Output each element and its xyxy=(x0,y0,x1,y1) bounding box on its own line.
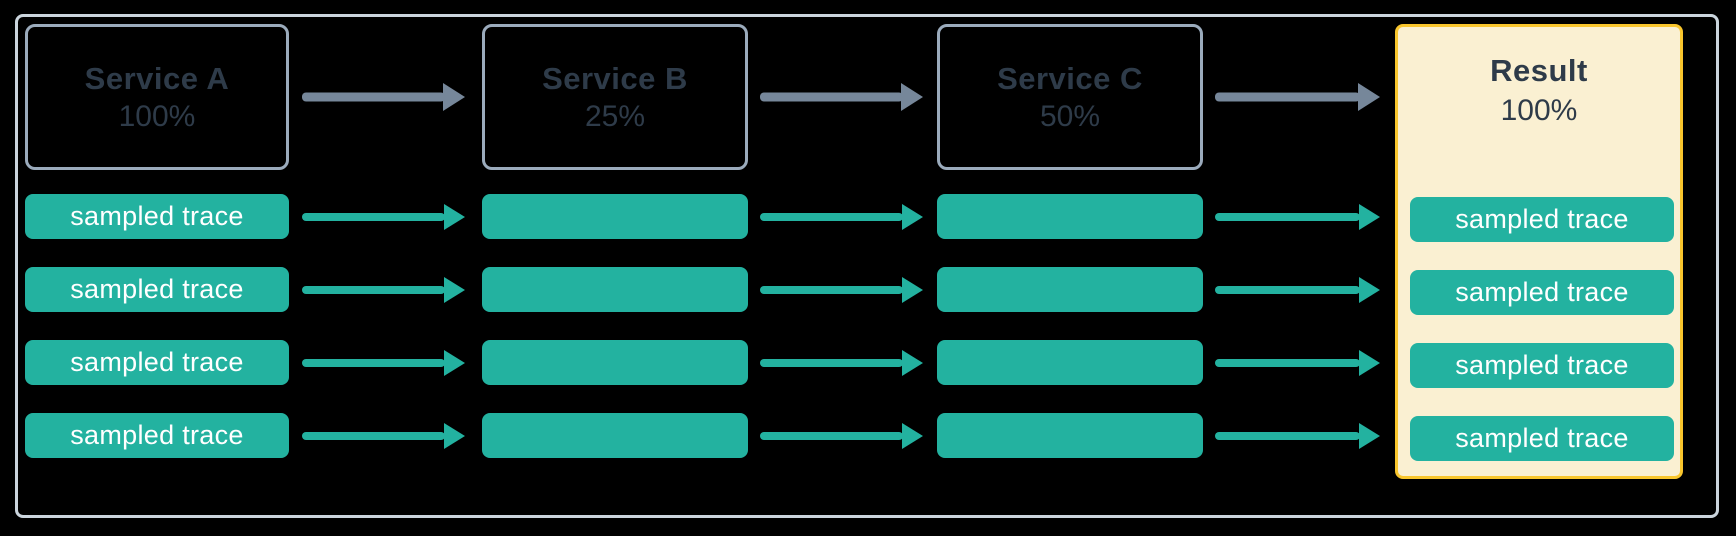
arrow-shaft xyxy=(1215,92,1360,102)
arrow-right-icon xyxy=(902,350,923,376)
service-a-percent: 100% xyxy=(118,99,196,133)
arrow-right-icon xyxy=(444,277,465,303)
arrow-shaft xyxy=(1215,359,1360,367)
arrow-shaft xyxy=(760,359,903,367)
service-a-box: Service A 100% xyxy=(25,24,289,170)
arrow-shaft xyxy=(760,286,903,294)
service-a-title: Service A xyxy=(84,60,230,96)
diagram-frame xyxy=(15,14,1719,518)
sampled-trace-pill: sampled trace xyxy=(25,194,289,239)
trace-arrow-b-to-c xyxy=(760,349,923,377)
arrow-right-icon xyxy=(1359,350,1380,376)
arrow-shaft xyxy=(302,213,445,221)
result-title: Result xyxy=(1490,53,1588,88)
trace-arrow-c-to-result xyxy=(1215,276,1380,304)
flow-arrow-b-to-c xyxy=(760,83,923,111)
arrow-right-icon xyxy=(902,423,923,449)
trace-arrow-a-to-b xyxy=(302,422,465,450)
arrow-shaft xyxy=(760,92,903,102)
trace-arrow-a-to-b xyxy=(302,276,465,304)
arrow-right-icon xyxy=(1359,423,1380,449)
service-c-percent: 50% xyxy=(1039,99,1101,133)
arrow-right-icon xyxy=(444,423,465,449)
trace-bar xyxy=(937,267,1203,312)
arrow-shaft xyxy=(1215,286,1360,294)
result-box: Result 100% sampled trace sampled trace … xyxy=(1395,24,1683,479)
arrow-right-icon xyxy=(1358,83,1380,111)
service-c-box: Service C 50% xyxy=(937,24,1203,170)
trace-arrow-b-to-c xyxy=(760,422,923,450)
arrow-right-icon xyxy=(444,350,465,376)
arrow-shaft xyxy=(302,432,445,440)
trace-arrow-c-to-result xyxy=(1215,349,1380,377)
trace-arrow-c-to-result xyxy=(1215,203,1380,231)
arrow-right-icon xyxy=(1359,204,1380,230)
result-header: Result 100% xyxy=(1398,27,1680,126)
arrow-right-icon xyxy=(443,83,465,111)
trace-arrow-a-to-b xyxy=(302,349,465,377)
result-sampled-trace-pill: sampled trace xyxy=(1410,197,1674,242)
result-sampled-trace-pill: sampled trace xyxy=(1410,270,1674,315)
trace-bar xyxy=(482,267,748,312)
trace-bar xyxy=(482,413,748,458)
result-sampled-trace-pill: sampled trace xyxy=(1410,416,1674,461)
arrow-right-icon xyxy=(902,204,923,230)
arrow-right-icon xyxy=(444,204,465,230)
trace-arrow-c-to-result xyxy=(1215,422,1380,450)
trace-bar xyxy=(937,413,1203,458)
trace-arrow-b-to-c xyxy=(760,276,923,304)
arrow-right-icon xyxy=(1359,277,1380,303)
arrow-shaft xyxy=(760,432,903,440)
sampled-trace-pill: sampled trace xyxy=(25,413,289,458)
arrow-shaft xyxy=(760,213,903,221)
arrow-right-icon xyxy=(901,83,923,111)
service-c-title: Service C xyxy=(997,60,1143,96)
trace-arrow-a-to-b xyxy=(302,203,465,231)
service-b-box: Service B 25% xyxy=(482,24,748,170)
arrow-shaft xyxy=(1215,432,1360,440)
trace-bar xyxy=(482,340,748,385)
trace-arrow-b-to-c xyxy=(760,203,923,231)
result-percent: 100% xyxy=(1500,94,1578,127)
arrow-shaft xyxy=(302,286,445,294)
result-sampled-trace-pill: sampled trace xyxy=(1410,343,1674,388)
trace-bar xyxy=(482,194,748,239)
arrow-shaft xyxy=(302,92,445,102)
trace-bar xyxy=(937,340,1203,385)
sampled-trace-pill: sampled trace xyxy=(25,267,289,312)
arrow-shaft xyxy=(302,359,445,367)
service-b-percent: 25% xyxy=(584,99,646,133)
flow-arrow-a-to-b xyxy=(302,83,465,111)
arrow-right-icon xyxy=(902,277,923,303)
sampled-trace-pill: sampled trace xyxy=(25,340,289,385)
trace-bar xyxy=(937,194,1203,239)
flow-arrow-c-to-result xyxy=(1215,83,1380,111)
arrow-shaft xyxy=(1215,213,1360,221)
service-b-title: Service B xyxy=(542,60,688,96)
